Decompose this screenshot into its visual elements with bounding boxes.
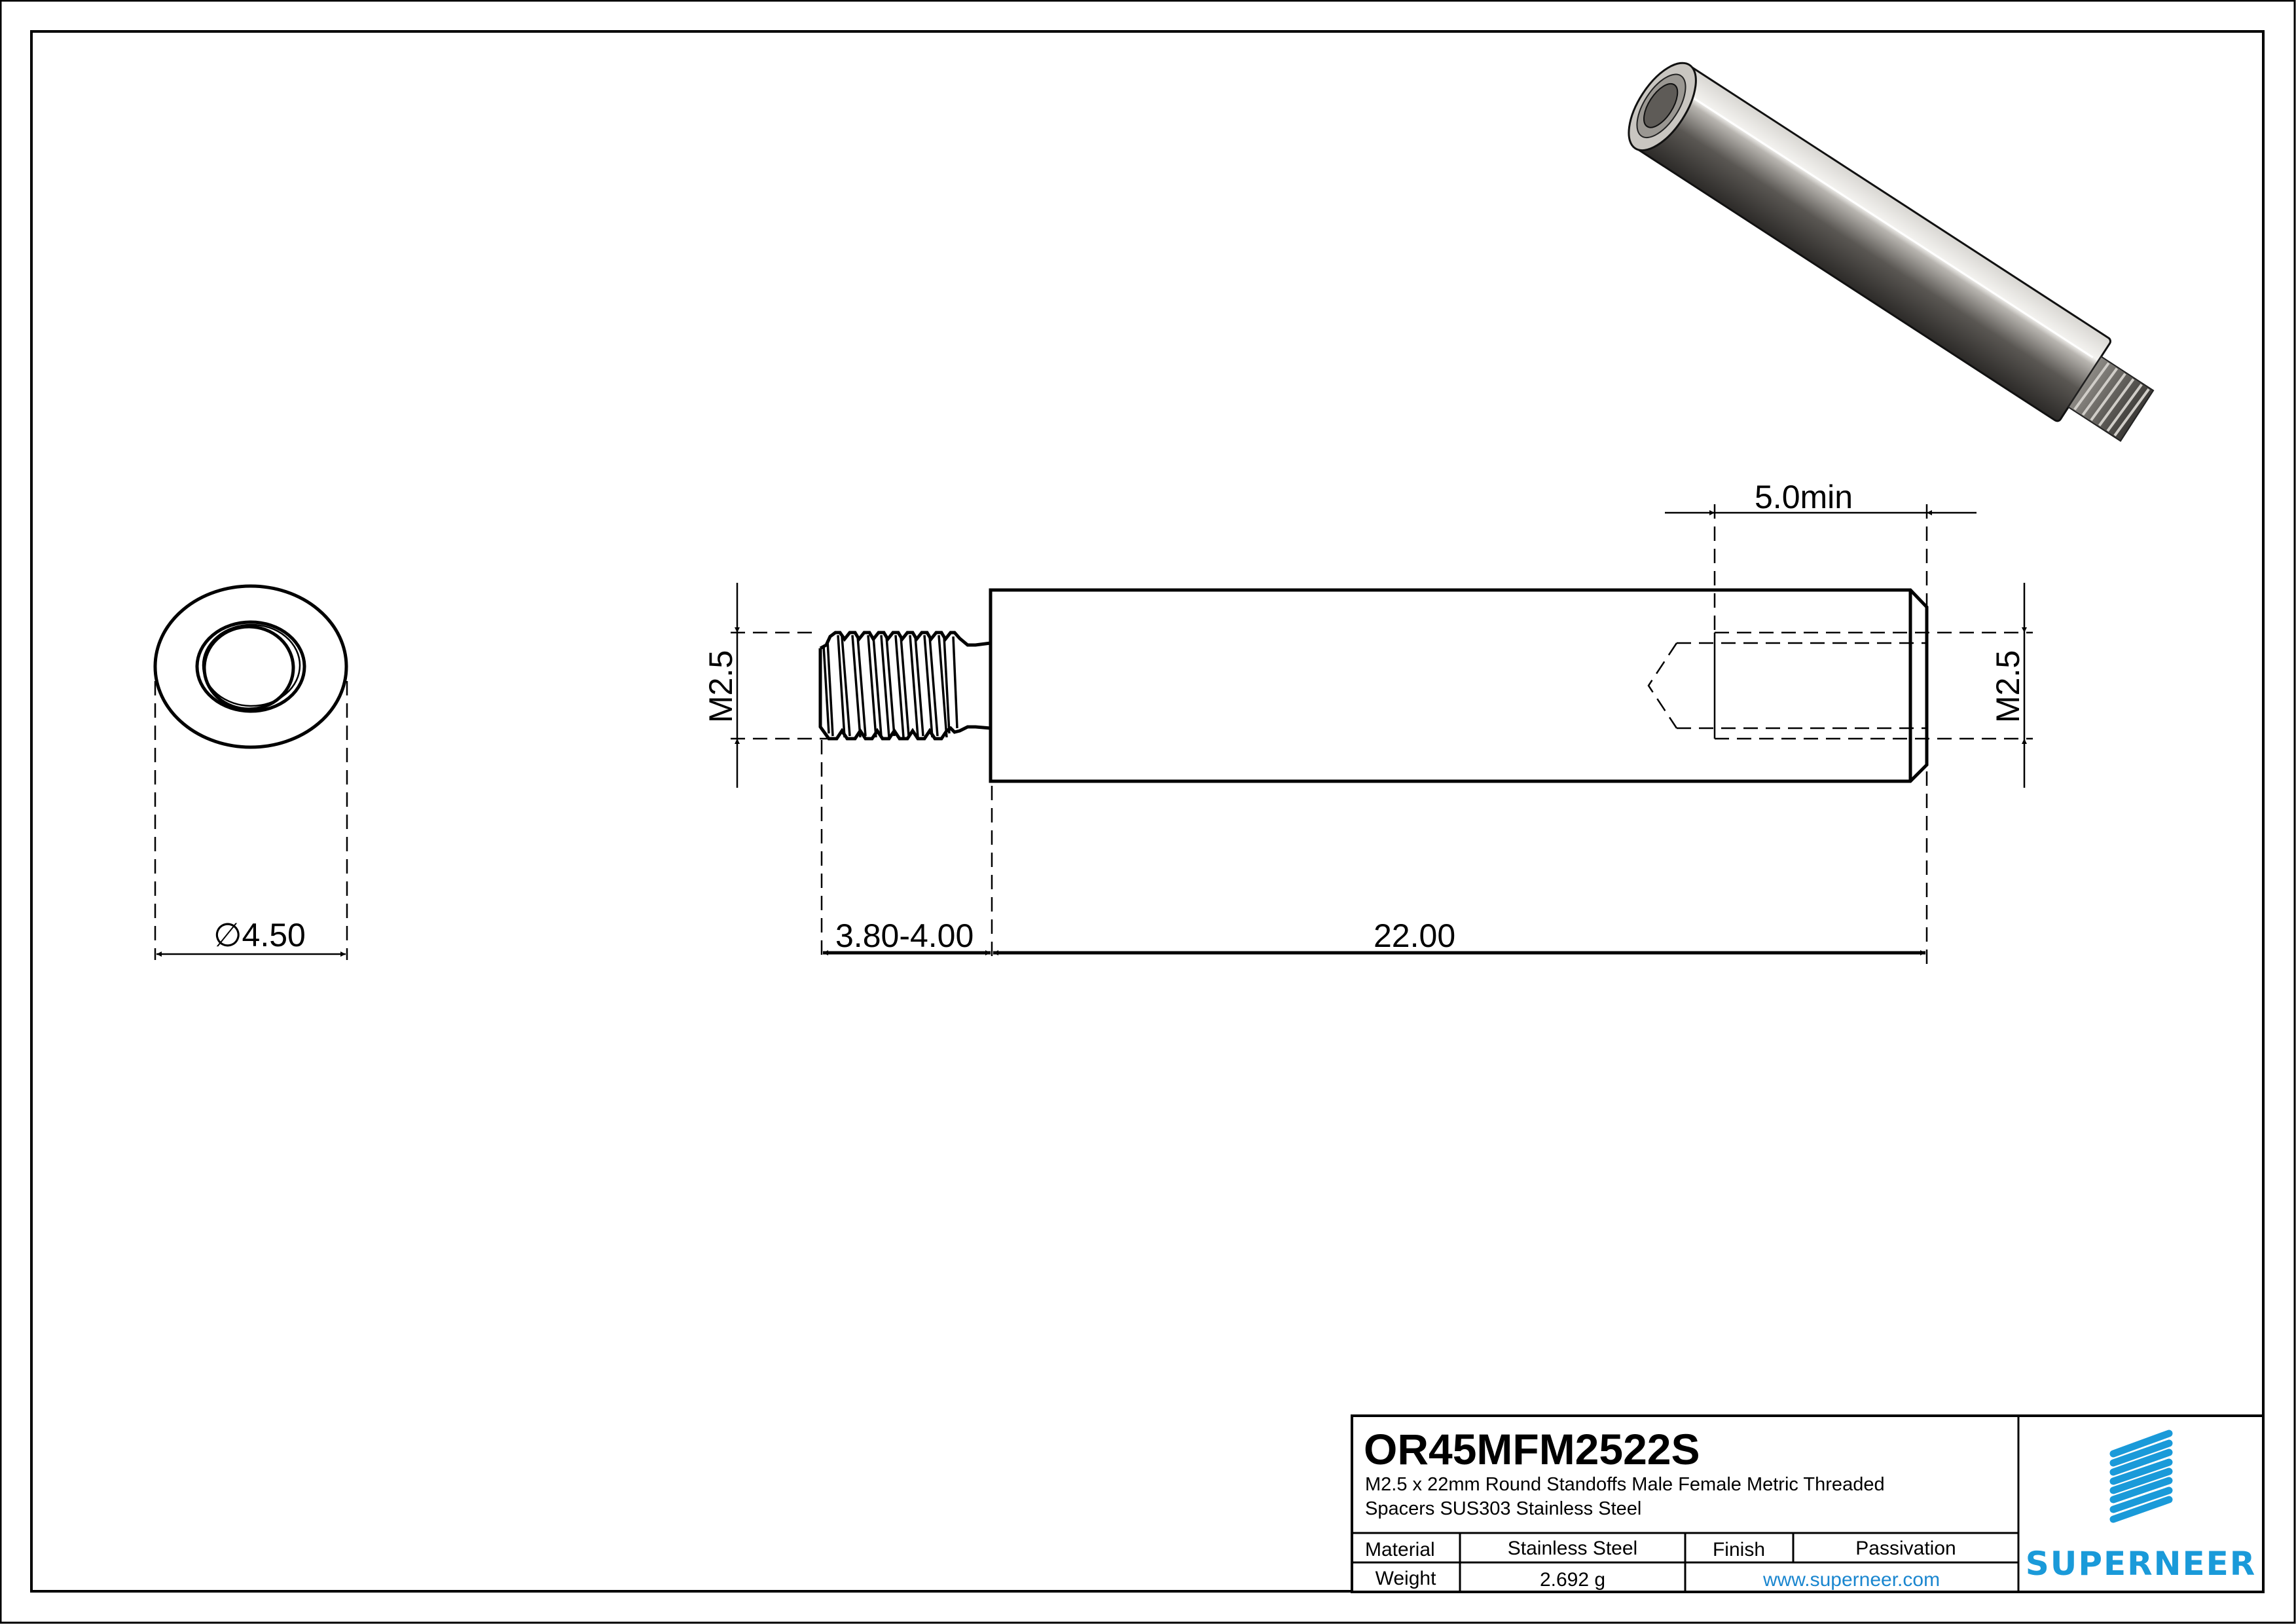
male-thread-dimension-label: M2.5 bbox=[702, 650, 739, 723]
material-label: Material bbox=[1365, 1539, 1435, 1560]
weight-label: Weight bbox=[1376, 1568, 1436, 1589]
finish-value: Passivation bbox=[1855, 1538, 1956, 1559]
material-value: Stainless Steel bbox=[1508, 1538, 1637, 1559]
side-view: M2.5 M2.5 5.0min 3.80-4.00 22.00 bbox=[702, 479, 2033, 969]
finish-label: Finish bbox=[1713, 1539, 1765, 1560]
diameter-dimension-label: ∅4.50 bbox=[213, 917, 306, 953]
website-link[interactable]: www.superneer.com bbox=[1762, 1569, 1940, 1591]
female-bore-hidden bbox=[1647, 631, 2033, 740]
body-outline bbox=[989, 588, 1929, 783]
male-thread bbox=[818, 631, 991, 741]
superneer-logo-icon bbox=[2109, 1430, 2173, 1523]
body-length-dimension-label: 22.00 bbox=[1374, 917, 1455, 954]
thread-length-dimension-label: 3.80-4.00 bbox=[835, 917, 974, 954]
part-description-line2: Spacers SUS303 Stainless Steel bbox=[1365, 1498, 1641, 1519]
part-number: OR45MFM2522S bbox=[1364, 1425, 1700, 1473]
weight-value: 2.692 g bbox=[1540, 1569, 1605, 1591]
female-thread-dimension-label: M2.5 bbox=[1990, 650, 2026, 723]
title-block: OR45MFM2522S M2.5 x 22mm Round Standoffs… bbox=[1351, 1414, 2265, 1593]
bore-depth-dimension-label: 5.0min bbox=[1755, 479, 1853, 515]
inner-frame bbox=[30, 30, 2265, 1593]
iso-view-render bbox=[1628, 62, 2155, 442]
part-description-line1: M2.5 x 22mm Round Standoffs Male Female … bbox=[1365, 1474, 1885, 1495]
end-view: ∅4.50 bbox=[153, 584, 348, 960]
superneer-logo-text: SUPERNEER bbox=[2026, 1545, 2257, 1583]
